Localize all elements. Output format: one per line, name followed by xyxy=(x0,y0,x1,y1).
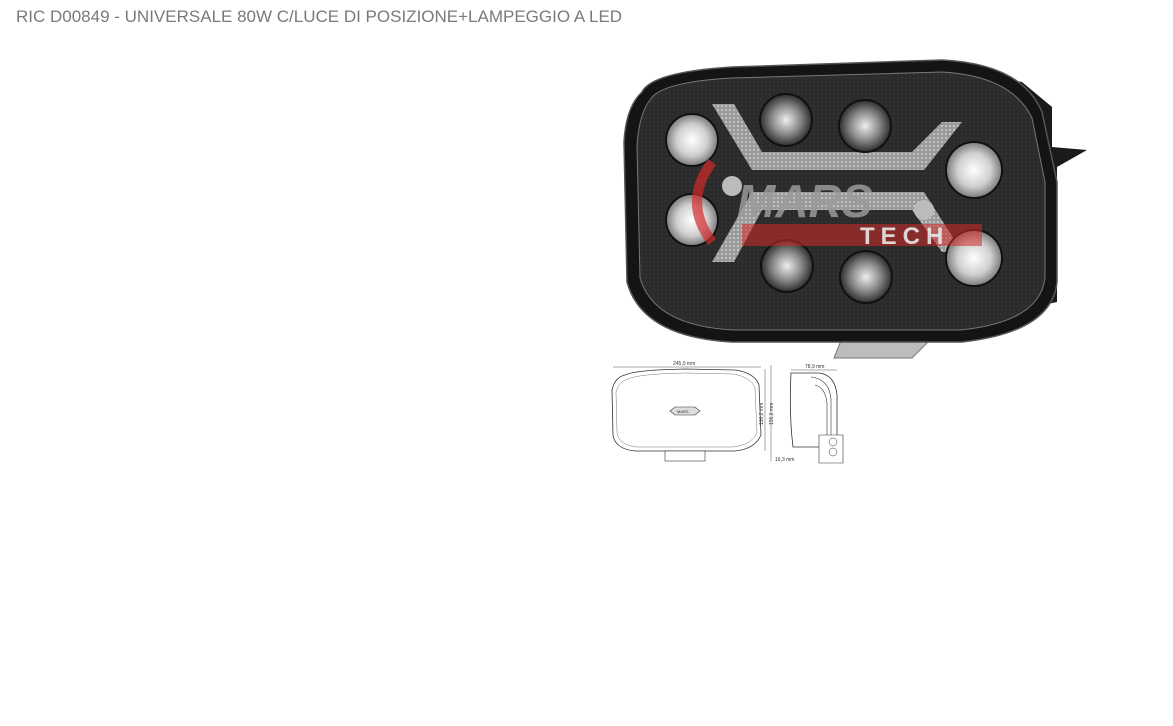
drawing-logo: MARS xyxy=(677,409,689,414)
inner-height-dimension: 130,2 mm xyxy=(759,403,765,425)
technical-drawing: 245,0 mm MARS 130,2 mm 155,6 mm 78,9 mm … xyxy=(611,361,844,464)
watermark-subtext: TECH xyxy=(860,223,949,250)
width-dimension: 245,0 mm xyxy=(673,361,695,367)
depth-dimension: 78,9 mm xyxy=(805,364,824,370)
outer-height-dimension: 155,6 mm xyxy=(769,403,775,425)
product-title: RIC D00849 - UNIVERSALE 80W C/LUCE DI PO… xyxy=(16,7,623,26)
bracket-dimension: 16,3 mm xyxy=(775,457,794,463)
watermark-text: MARS xyxy=(737,175,873,227)
product-photo: MARS TECH xyxy=(623,59,1087,359)
